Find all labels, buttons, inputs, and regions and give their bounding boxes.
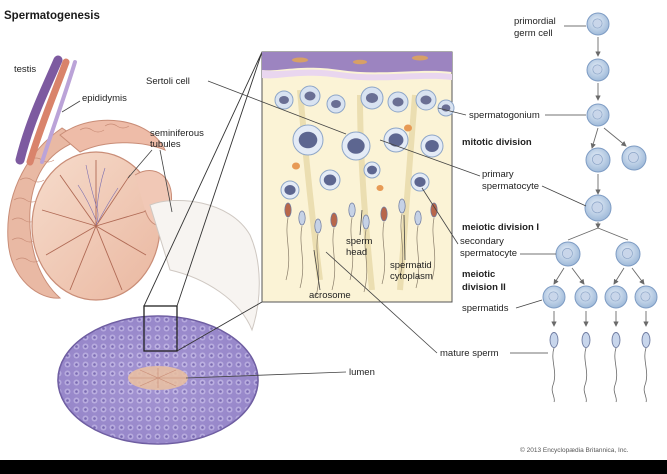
spermatid-cell — [574, 285, 598, 309]
secondary-spermatocyte-a — [555, 241, 581, 267]
label-meiotic-division-2a: meiotic — [462, 269, 495, 280]
tubule-cross-section — [57, 305, 259, 445]
tunica-capsule — [149, 200, 260, 332]
label-secondary-1: secondary — [460, 236, 504, 247]
flow-arrow — [590, 127, 599, 149]
spermatocyte-cell — [319, 169, 341, 191]
spermatogenesis-flowchart — [542, 12, 658, 403]
flow-arrow — [571, 267, 585, 285]
spermatogonium-stem — [621, 145, 647, 171]
label-primary-1: primary — [482, 169, 514, 180]
label-meiotic-division-2b: division II — [462, 282, 506, 293]
spermatid — [380, 206, 388, 285]
spermatogonium-cell — [437, 99, 455, 117]
diagram-title: Spermatogenesis — [4, 10, 100, 22]
label-epididymis: epididymis — [82, 93, 127, 104]
primary-spermatocytes — [280, 124, 444, 200]
mature-sperm — [611, 332, 621, 403]
primordial-germ-cell — [586, 12, 610, 36]
spermatocyte-cell — [410, 172, 430, 192]
flow-arrow — [553, 267, 565, 285]
label-seminiferous-1: seminiferous — [150, 128, 204, 139]
spermatocyte-cell — [280, 180, 300, 200]
zoom-box — [143, 305, 178, 352]
label-testis: testis — [14, 64, 36, 75]
epithelium-panel — [261, 51, 455, 303]
spermatid-cell — [604, 285, 628, 309]
label-primordial-1: primordial — [514, 16, 556, 27]
secondary-spermatocyte-b — [615, 241, 641, 267]
label-meiotic-division-1: meiotic division I — [462, 222, 539, 233]
spermatogonium-cell — [274, 90, 294, 110]
epididymis-illustration — [7, 55, 166, 299]
spermatid — [314, 218, 322, 297]
label-spermatids: spermatids — [462, 303, 509, 314]
label-secondary-2: spermatocyte — [460, 248, 517, 259]
mature-sperm — [549, 332, 559, 403]
mature-sperm — [641, 332, 651, 403]
label-primary-2: spermatocyte — [482, 181, 539, 192]
label-spermatogonium: spermatogonium — [469, 110, 540, 121]
spermatogonium-cell-flow — [586, 103, 610, 127]
spermatogonium-cell — [360, 86, 384, 110]
spermatogonium-cell — [326, 94, 346, 114]
primary-spermatocyte-cell — [584, 194, 612, 222]
bottom-bar — [0, 460, 667, 474]
label-sperm-head-2: head — [346, 247, 367, 258]
spermatid — [330, 212, 338, 291]
flow-arrow — [631, 267, 645, 285]
spermatogonia-row — [274, 85, 455, 117]
spermatid — [430, 202, 438, 281]
spermatogonium-cell — [415, 89, 437, 111]
spermatid — [362, 214, 370, 293]
label-primordial-2: germ cell — [514, 28, 553, 39]
spermatocyte-cell — [341, 131, 371, 161]
spermatogonium-cell — [387, 91, 409, 113]
label-spermatid-2: cytoplasm — [390, 271, 433, 282]
label-spermatid-1: spermatid — [390, 260, 432, 271]
spermatid-row — [284, 198, 438, 297]
spermatid-cell — [542, 285, 566, 309]
spermatid — [414, 210, 422, 289]
spermatid — [348, 202, 356, 281]
testis-body — [31, 151, 173, 301]
spermatid — [398, 198, 406, 277]
label-seminiferous-2: tubules — [150, 139, 181, 150]
spermatid — [284, 202, 292, 281]
spermatogonium-cell — [299, 85, 321, 107]
spermatocyte-cell — [420, 134, 444, 158]
germ-cell — [586, 58, 610, 82]
mature-sperm — [581, 332, 591, 403]
spermatocyte-cell — [363, 161, 381, 179]
label-acrosome: acrosome — [309, 290, 351, 301]
flow-arrow — [603, 127, 627, 147]
credit-text: © 2013 Encyclopædia Britannica, Inc. — [520, 446, 629, 454]
flow-arrow — [613, 267, 625, 285]
spermatid — [298, 210, 306, 289]
spermatogonium-daughter — [585, 147, 611, 173]
label-mature-sperm: mature sperm — [440, 348, 499, 359]
label-mitotic-division: mitotic division — [462, 137, 532, 148]
spermatocyte-cell — [383, 127, 409, 153]
label-sperm-head-1: sperm — [346, 236, 372, 247]
label-lumen: lumen — [349, 367, 375, 378]
spermatocyte-cell — [292, 124, 324, 156]
spermatid-cell — [634, 285, 658, 309]
label-sertoli-cell: Sertoli cell — [146, 76, 190, 87]
